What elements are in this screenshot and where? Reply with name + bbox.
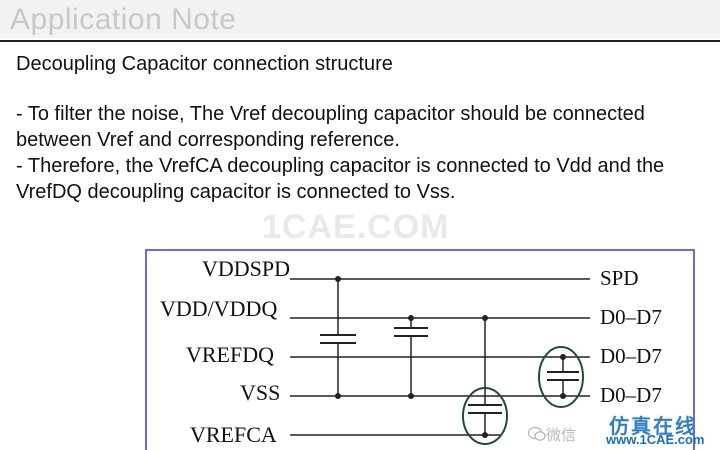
bullet-therefore-line2: VrefDQ decoupling capacitor is connected…	[16, 181, 456, 203]
label-d0d7-b: D0–D7	[600, 344, 662, 368]
watermark-wechat: 微信	[546, 427, 577, 444]
header-bar	[0, 0, 720, 38]
label-vss: VSS	[240, 380, 280, 405]
capacitor-2	[394, 315, 428, 399]
diagram-frame	[145, 249, 695, 450]
watermark-corner-url: www.1CAE.com	[606, 432, 705, 447]
label-vdd-vddq: VDD/VDDQ	[160, 296, 277, 321]
bullet-therefore: - Therefore, the VrefCA decoupling capac…	[16, 153, 664, 205]
capacitor-vrefdq	[538, 346, 584, 408]
bullet-filter-noise-line2: between Vref and corresponding reference…	[16, 129, 400, 151]
watermark-corner-cn: 仿真在线	[609, 416, 697, 438]
wechat-icon	[528, 426, 546, 441]
label-d0d7-c: D0–D7	[600, 383, 662, 407]
bullet-therefore-line1: - Therefore, the VrefCA decoupling capac…	[16, 155, 665, 177]
label-d0d7-a: D0–D7	[600, 305, 662, 329]
label-vrefca: VREFCA	[190, 422, 277, 447]
highlight-circle-vrefca	[462, 387, 508, 445]
app-title: Application Note	[10, 3, 237, 36]
bullet-filter-noise: - To filter the noise, The Vref decoupli…	[16, 101, 645, 153]
label-spd: SPD	[600, 266, 639, 290]
bullet-filter-noise-line1: - To filter the noise, The Vref decoupli…	[16, 103, 645, 125]
highlight-circle-vrefdq	[538, 346, 584, 408]
watermark-center: 1CAE.COM	[262, 208, 450, 246]
label-vrefdq: VREFDQ	[186, 342, 274, 367]
capacitor-vrefca	[462, 315, 508, 445]
slide-title: Decoupling Capacitor connection structur…	[16, 53, 393, 75]
label-vddspd: VDDSPD	[202, 256, 290, 281]
capacitor-1	[320, 276, 356, 399]
header-rule	[0, 40, 720, 42]
